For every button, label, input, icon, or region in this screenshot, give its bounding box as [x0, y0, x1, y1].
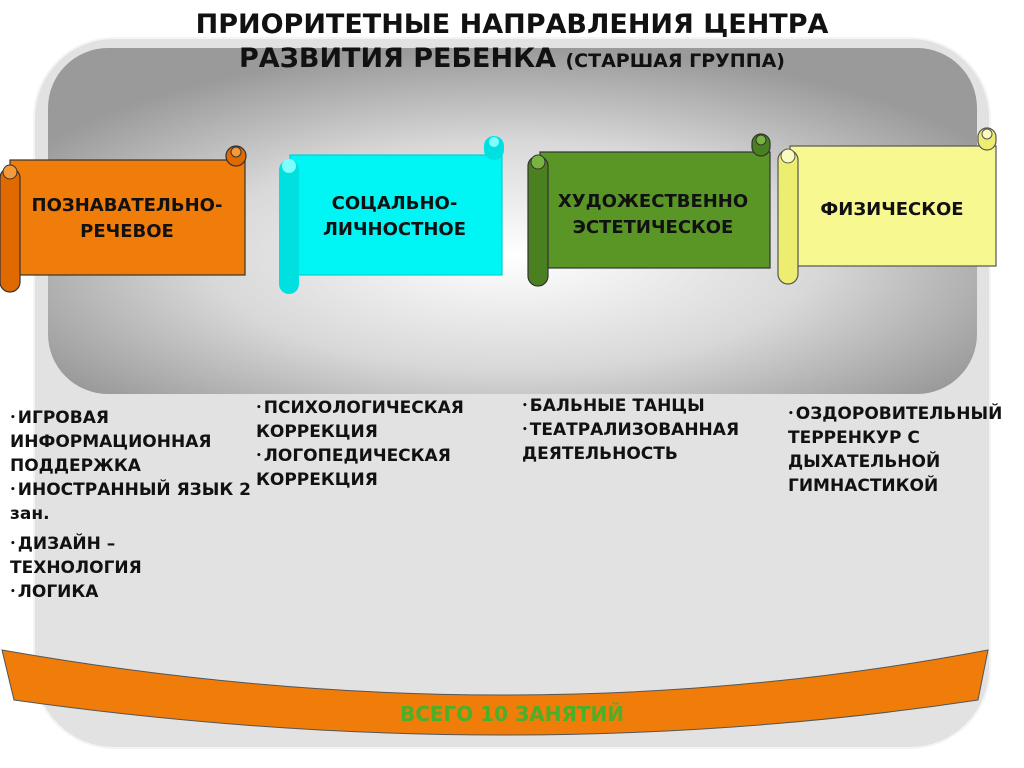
bullet-icon: • [10, 413, 16, 423]
direction-label-1: ПОЗНАВАТЕЛЬНО- РЕЧЕВОЕ [31, 195, 223, 242]
total-lessons: ВСЕГО 10 ЗАНЯТИЙ [399, 702, 625, 726]
bullet-icon: • [788, 409, 794, 419]
activity-item: •ИНОСТРАННЫЙ ЯЗЫК 2 зан. [10, 480, 252, 524]
scroll-artistic-aesthetic [527, 133, 771, 287]
title-line-1: ПРИОРИТЕТНЫЕ НАПРАВЛЕНИЯ ЦЕНТРА [195, 9, 829, 40]
slide-title: ПРИОРИТЕТНЫЕ НАПРАВЛЕНИЯ ЦЕНТРА РАЗВИТИЯ… [0, 8, 1024, 78]
bullet-icon: • [10, 485, 16, 495]
inner-panel [48, 48, 977, 394]
scroll-cognitive-speech [0, 145, 247, 293]
direction-label-2: СОЦАЛЬНО- ЛИЧНОСТНОЕ [322, 193, 467, 240]
total-banner [1, 649, 989, 736]
direction-label-4: ФИЗИЧЕСКОЕ [820, 199, 964, 220]
activity-item: •ОЗДОРОВИТЕЛЬНЫЙ ТЕРРЕНКУР С ДЫХАТЕЛЬНОЙ… [788, 404, 1003, 496]
scroll-social-personal [279, 136, 504, 294]
activity-item: •ИГРОВАЯ ИНФОРМАЦИОННАЯ ПОДДЕРЖКА [10, 408, 212, 476]
bullet-icon: • [10, 539, 16, 549]
bullet-icon: • [256, 403, 262, 413]
activities-list-1: •ИГРОВАЯ ИНФОРМАЦИОННАЯ ПОДДЕРЖКА •ИНОСТ… [10, 406, 252, 604]
activity-item: •БАЛЬНЫЕ ТАНЦЫ [522, 396, 705, 416]
title-subtitle: (СТАРШАЯ ГРУППА) [565, 50, 785, 72]
bullet-icon: • [522, 425, 528, 435]
bullet-icon: • [256, 451, 262, 461]
activities-list-4: •ОЗДОРОВИТЕЛЬНЫЙ ТЕРРЕНКУР С ДЫХАТЕЛЬНОЙ… [788, 402, 1018, 498]
title-line-2: РАЗВИТИЯ РЕБЕНКА (СТАРШАЯ ГРУППА) [0, 42, 1024, 78]
scroll-physical [777, 127, 997, 285]
activity-item: •ЛОГИКА [10, 582, 99, 602]
bullet-icon: • [522, 401, 528, 411]
bullet-icon: • [10, 587, 16, 597]
activity-item: •ЛОГОПЕДИЧЕСКАЯ КОРРЕКЦИЯ [256, 446, 451, 490]
activities-list-3: •БАЛЬНЫЕ ТАНЦЫ •ТЕАТРАЛИЗОВАННАЯ ДЕЯТЕЛЬ… [522, 394, 784, 466]
title-line-2-main: РАЗВИТИЯ РЕБЕНКА [239, 43, 557, 74]
activities-list-2: •ПСИХОЛОГИЧЕСКАЯ КОРРЕКЦИЯ •ЛОГОПЕДИЧЕСК… [256, 396, 506, 492]
activity-item: •ТЕАТРАЛИЗОВАННАЯ ДЕЯТЕЛЬНОСТЬ [522, 420, 740, 464]
direction-label-3: ХУДОЖЕСТВЕННО ЭСТЕТИЧЕСКОЕ [557, 191, 749, 238]
activity-item: •ПСИХОЛОГИЧЕСКАЯ КОРРЕКЦИЯ [256, 398, 464, 442]
activity-item: •ДИЗАЙН – ТЕХНОЛОГИЯ [10, 534, 142, 578]
